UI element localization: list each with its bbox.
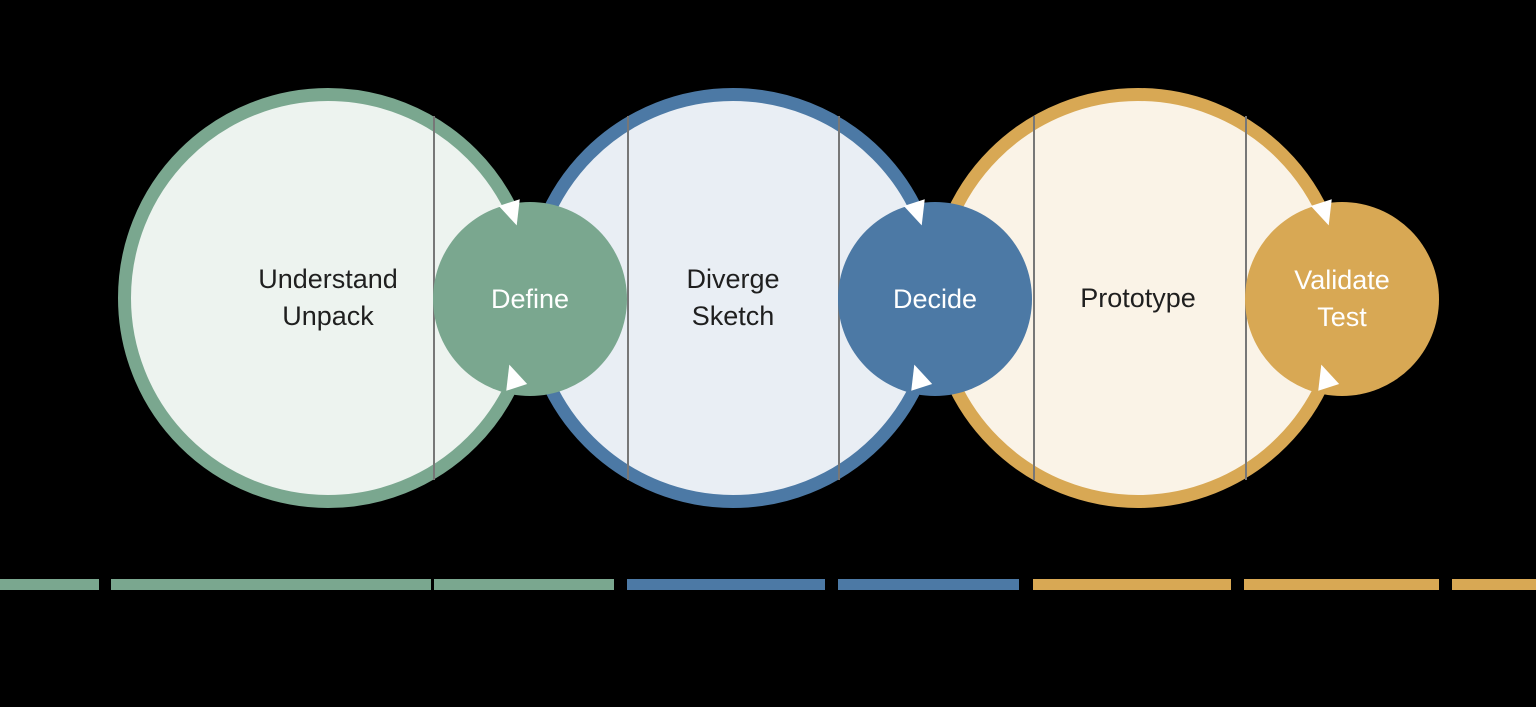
phase-label-line: Understand (258, 264, 398, 294)
timeline-segment (111, 579, 431, 590)
timeline-segment (1452, 579, 1536, 590)
phase-label-line: Sketch (691, 301, 775, 331)
timeline-segment (627, 579, 825, 590)
connector-label-line: Define (490, 283, 570, 314)
connector-label-decide: Decide (893, 281, 977, 318)
timeline-segment (1244, 579, 1439, 590)
connector-label-define: Define (491, 281, 569, 318)
day-divider-line (1033, 116, 1035, 480)
timeline-segment (838, 579, 1019, 590)
timeline-segment (1033, 579, 1231, 590)
connector-label-line: Validate (1294, 265, 1390, 295)
connector-circle-define: Define (433, 202, 627, 396)
connector-label-line: Test (1317, 302, 1367, 332)
day-divider-line (627, 116, 629, 480)
phase-label-line: Unpack (282, 301, 374, 331)
connector-label-validate: Validate Test (1294, 262, 1390, 336)
phase-label-prototype: Prototype (1080, 280, 1196, 317)
connector-circle-decide: Decide (838, 202, 1032, 396)
phase-label-line: Diverge (686, 264, 780, 294)
timeline-segment (0, 579, 99, 590)
timeline-segment (434, 579, 614, 590)
connector-circle-validate: Validate Test (1245, 202, 1439, 396)
connector-label-line: Decide (892, 283, 978, 314)
phase-label-understand: Understand Unpack (258, 261, 398, 335)
phase-label-line: Prototype (1080, 282, 1196, 313)
phase-label-diverge: Diverge Sketch (686, 261, 779, 335)
